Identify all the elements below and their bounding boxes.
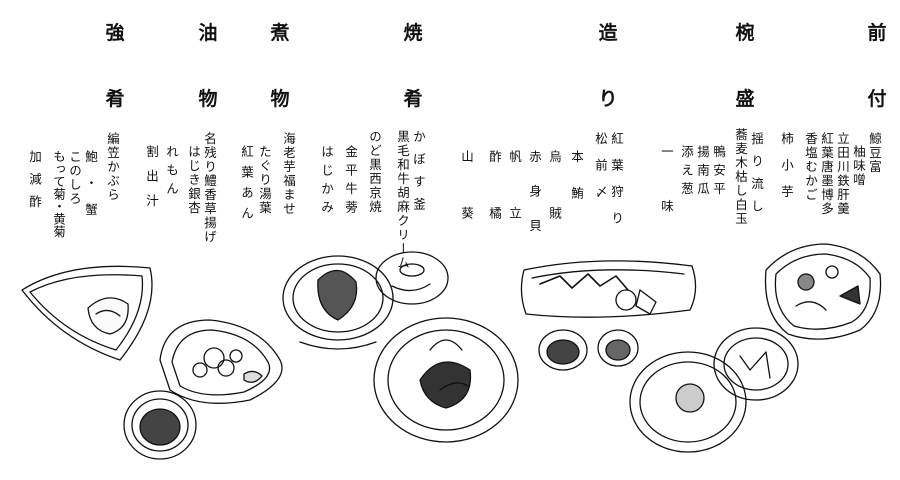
menu-item: 柿小芋: [779, 132, 794, 212]
menu-item: 紅葉あん: [239, 145, 254, 227]
menu-item: このしろ: [67, 150, 82, 206]
course-char: 焼: [403, 22, 423, 44]
course-char: 油: [198, 22, 218, 44]
course-char: 物: [198, 88, 218, 110]
menu-item: 烏賊: [547, 150, 562, 263]
square-plate-illustration: [21, 265, 153, 361]
menu-item: 鮑・蟹: [83, 150, 98, 230]
appetizer-tray-illustration: [764, 243, 882, 340]
menu-item: 山葵: [459, 150, 474, 263]
menu-item: 赤身貝: [527, 150, 542, 254]
dish-illustrations: [21, 243, 882, 460]
menu-item: 添え葱: [679, 145, 694, 201]
menu-item: 柚味噌: [851, 145, 866, 187]
menu-item: 鴨安平: [711, 145, 726, 201]
menu-item: 加減酢: [27, 150, 42, 218]
course-char: 肴: [105, 88, 125, 110]
menu-item: 揚南瓜: [695, 145, 710, 201]
menu-item: 本鮪: [569, 150, 584, 223]
menu-item: はじかみ: [319, 145, 334, 219]
sauce-dish-illustration: [123, 390, 197, 460]
course-char: 前: [867, 22, 887, 44]
course-char: 強: [105, 22, 125, 44]
menu-item: 立田川鉄肝羹: [835, 132, 850, 216]
menu-item: 帆立: [507, 150, 522, 263]
menu-item: 揺り流し: [749, 132, 764, 222]
course-char: り: [598, 88, 618, 110]
menu-item: 名残り鱧香草揚げ: [202, 132, 217, 244]
menu-item: 酢橘: [487, 150, 502, 263]
menu-item: 紅葉狩り: [609, 132, 624, 238]
menu-item: 黒毛和牛胡麻クリーム: [395, 130, 410, 270]
menu-item: 一味: [659, 145, 674, 254]
menu-item: たぐり湯葉: [257, 145, 272, 215]
menu-item: 鯨豆富: [867, 132, 882, 174]
menu-item: 海老芋福ませ: [281, 132, 296, 216]
menu-item: 香塩むかご: [803, 132, 818, 202]
course-char: 盛: [735, 88, 755, 110]
small-cups-illustration: [538, 329, 639, 371]
course-char: 造: [598, 22, 618, 44]
menu-item: 蕎麦木枯し白玉: [733, 128, 748, 226]
course-char: 物: [270, 88, 290, 110]
menu-item: はじき銀杏: [186, 145, 201, 215]
sashimi-board-illustration: [520, 260, 697, 318]
menu-item: 紅葉唐墨博多: [819, 132, 834, 216]
menu-item: のど黒西京焼: [367, 130, 382, 214]
menu-item: もって菊・黄菊: [51, 150, 66, 238]
soup-bowl-illustration: [629, 327, 799, 453]
menu-item: 松前〆: [593, 132, 608, 212]
course-char: 付: [867, 88, 887, 110]
grill-plate-illustration: [373, 317, 519, 443]
menu-item: 編笠かぶら: [105, 132, 120, 202]
menu-item: 割出汁: [144, 145, 159, 219]
menu-item: れもん: [164, 145, 179, 201]
menu-item: 金平牛蒡: [343, 145, 358, 219]
lidded-bowl-illustration: [282, 251, 449, 350]
course-char: 椀: [735, 22, 755, 44]
leaf-bowl-illustration: [159, 319, 283, 404]
course-char: 肴: [403, 88, 423, 110]
menu-item: かぼす釜: [411, 130, 426, 220]
course-char: 煮: [270, 22, 290, 44]
